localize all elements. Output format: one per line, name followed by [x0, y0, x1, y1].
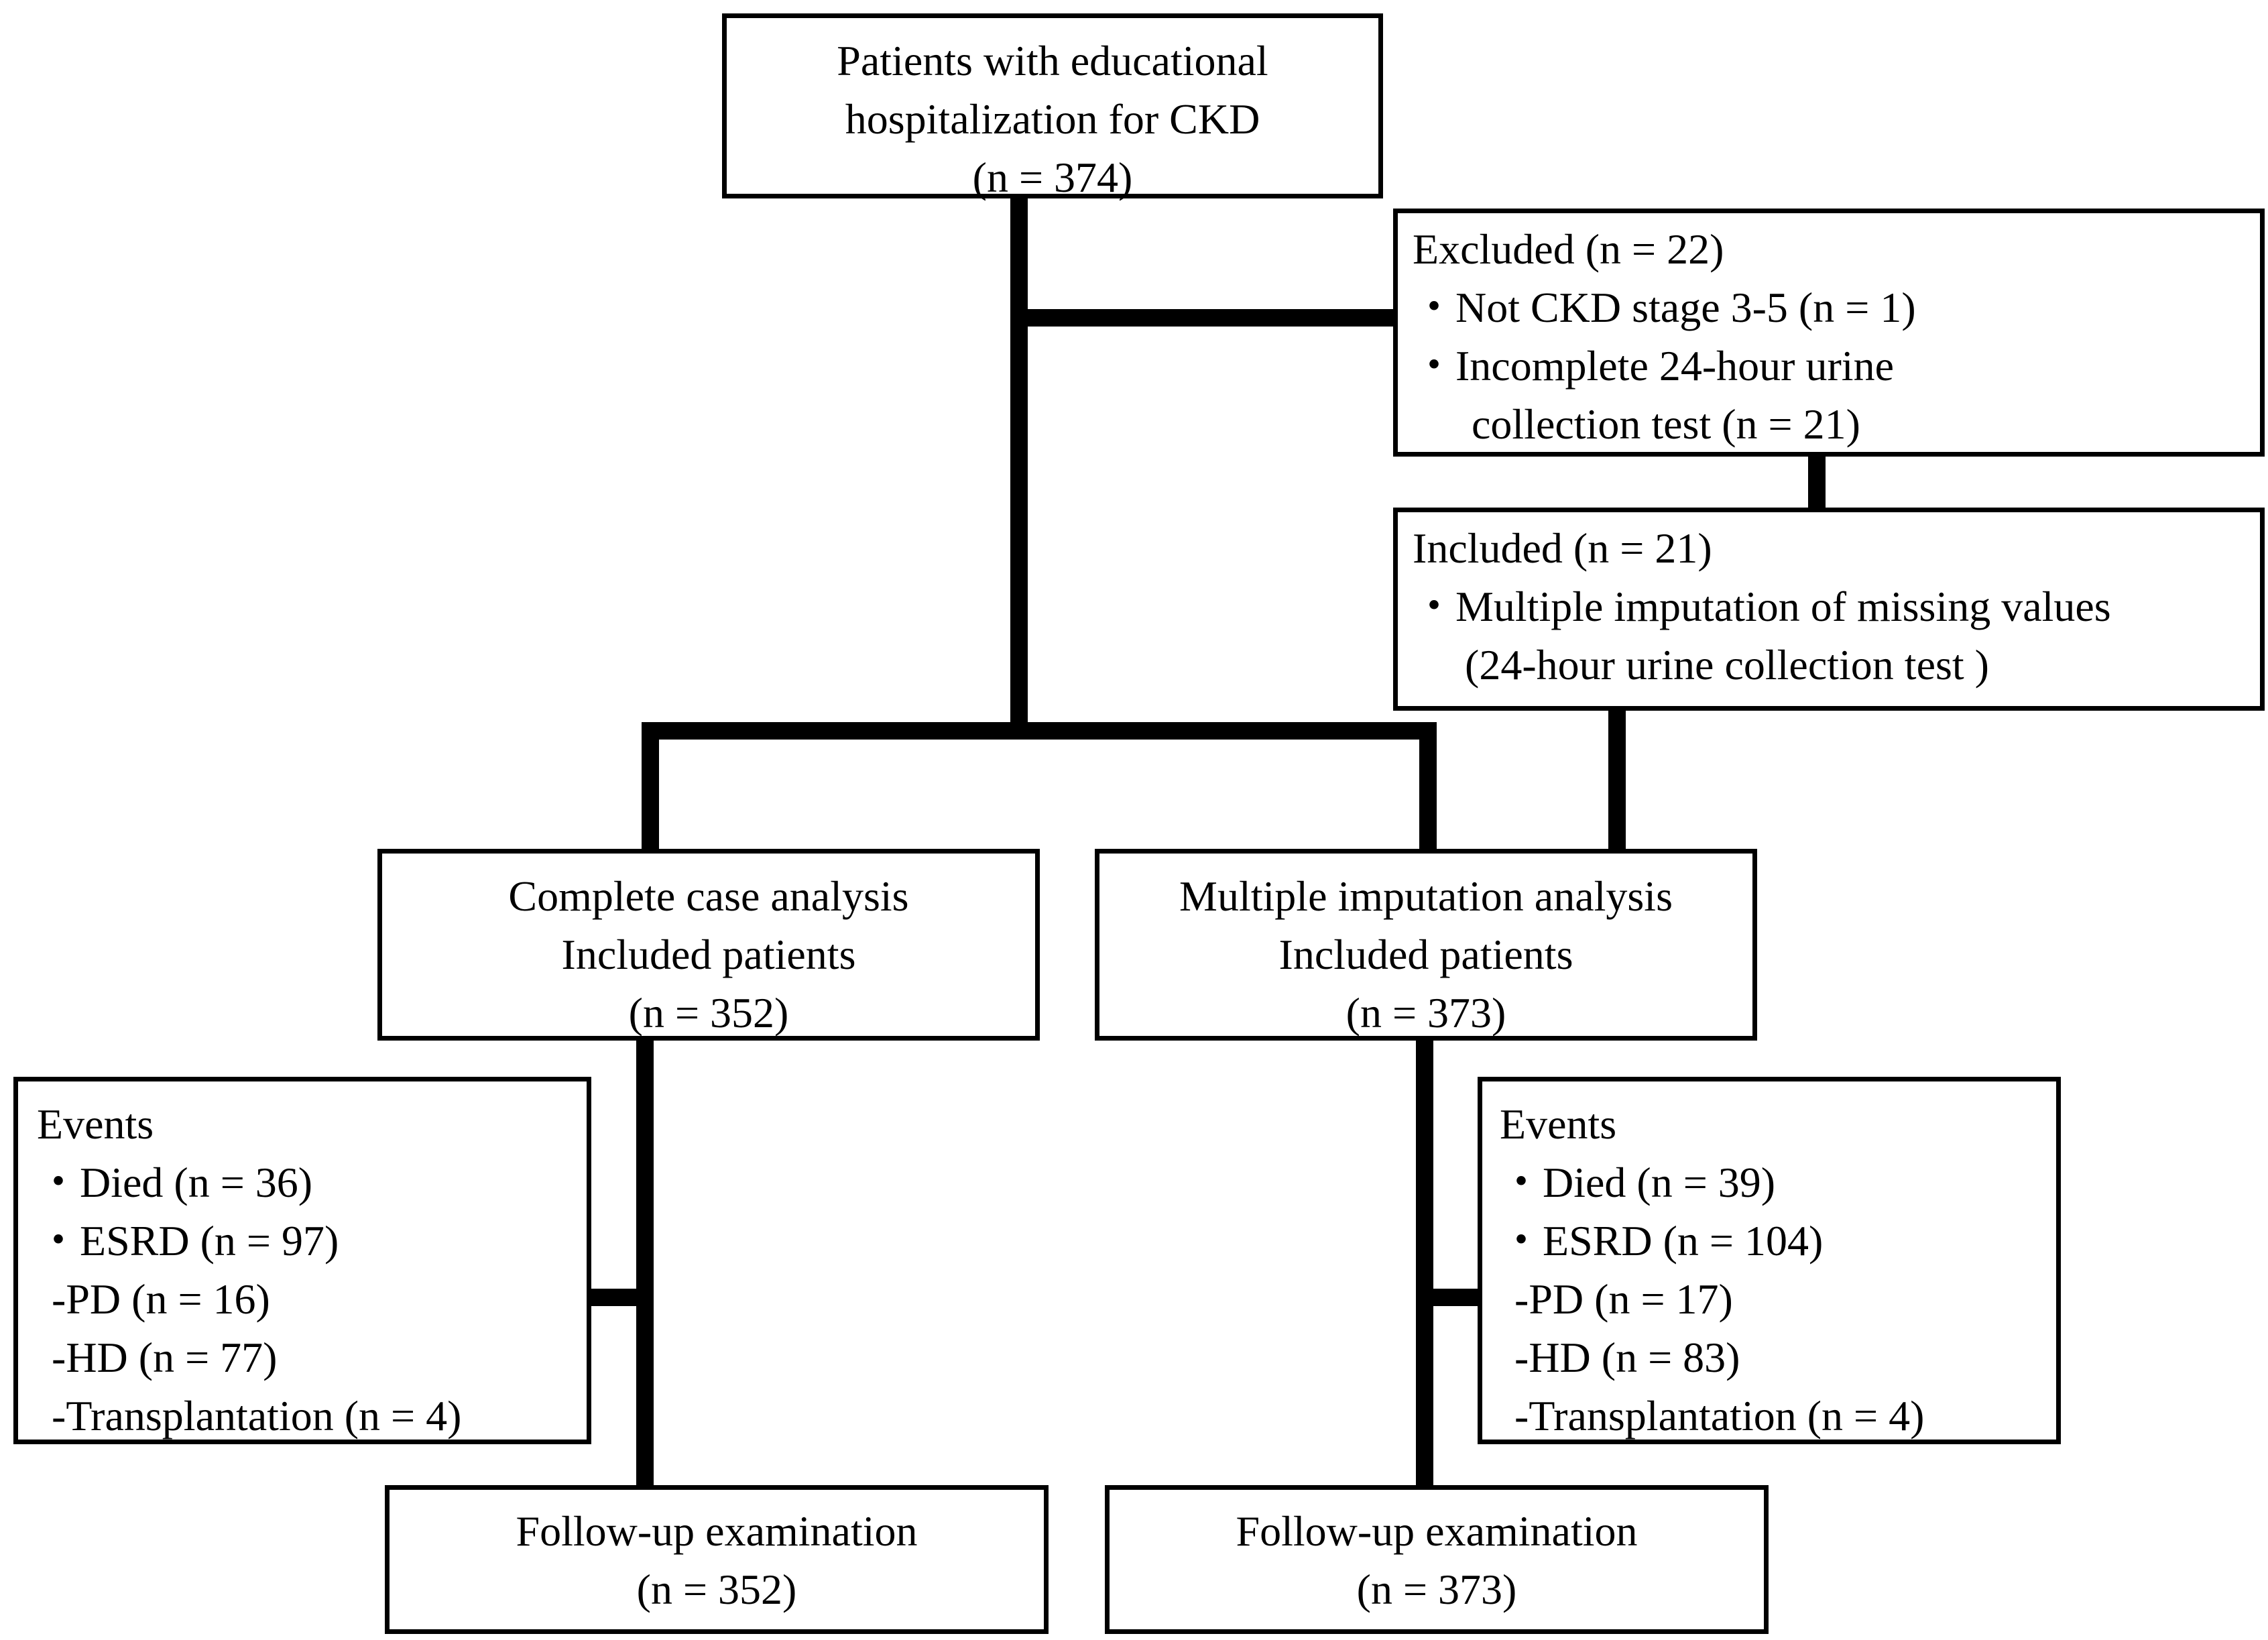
- events-right-sub-1: -PD (n = 17): [1514, 1275, 1733, 1323]
- excluded-bullet-2: ・Incomplete 24-hour urine: [1413, 342, 1894, 390]
- followup-right-line-1: Follow-up examination: [1236, 1507, 1638, 1555]
- followup-right-node: Follow-up examination (n = 373): [1105, 1485, 1769, 1634]
- excluded-title: Excluded (n = 22): [1413, 225, 1724, 273]
- start-line-2: hospitalization for CKD: [845, 95, 1260, 143]
- events-left-node: Events ・Died (n = 36) ・ESRD (n = 97) -PD…: [13, 1077, 591, 1444]
- start-line-1: Patients with educational: [837, 37, 1268, 84]
- multiple-imputation-line-2: Included patients: [1278, 931, 1573, 978]
- events-right-node: Events ・Died (n = 39) ・ESRD (n = 104) -P…: [1478, 1077, 2061, 1444]
- followup-right-line-2: (n = 373): [1356, 1566, 1517, 1613]
- events-right-bullet-1: ・Died (n = 39): [1500, 1159, 1776, 1206]
- events-left-sub-3: -Transplantation (n = 4): [52, 1392, 462, 1440]
- complete-case-line-1: Complete case analysis: [508, 872, 909, 920]
- complete-case-line-3: (n = 352): [628, 989, 789, 1037]
- followup-left-line-1: Follow-up examination: [516, 1507, 918, 1555]
- complete-case-line-2: Included patients: [561, 931, 856, 978]
- included-node: Included (n = 21) ・Multiple imputation o…: [1393, 508, 2265, 711]
- events-left-sub-1: -PD (n = 16): [52, 1275, 270, 1323]
- excluded-bullet-1: ・Not CKD stage 3-5 (n = 1): [1413, 284, 1916, 331]
- complete-case-node: Complete case analysis Included patients…: [377, 849, 1040, 1041]
- events-right-title: Events: [1500, 1100, 1617, 1148]
- included-continuation: (24-hour urine collection test ): [1465, 641, 1989, 689]
- events-left-bullet-1: ・Died (n = 36): [37, 1159, 313, 1206]
- included-bullet-1: ・Multiple imputation of missing values: [1413, 583, 2111, 630]
- multiple-imputation-node: Multiple imputation analysis Included pa…: [1095, 849, 1757, 1041]
- events-right-sub-2: -HD (n = 83): [1514, 1334, 1740, 1381]
- followup-left-node: Follow-up examination (n = 352): [385, 1485, 1049, 1634]
- followup-left-line-2: (n = 352): [636, 1566, 797, 1613]
- included-title: Included (n = 21): [1413, 524, 1712, 572]
- start-node: Patients with educational hospitalizatio…: [722, 13, 1383, 201]
- multiple-imputation-line-1: Multiple imputation analysis: [1179, 872, 1673, 920]
- events-left-bullet-2: ・ESRD (n = 97): [37, 1217, 339, 1265]
- events-left-title: Events: [37, 1100, 154, 1148]
- multiple-imputation-line-3: (n = 373): [1346, 989, 1506, 1037]
- events-right-bullet-2: ・ESRD (n = 104): [1500, 1217, 1824, 1265]
- excluded-node: Excluded (n = 22) ・Not CKD stage 3-5 (n …: [1393, 209, 2265, 457]
- events-right-sub-3: -Transplantation (n = 4): [1514, 1392, 1925, 1440]
- start-line-3: (n = 374): [972, 154, 1133, 201]
- events-left-sub-2: -HD (n = 77): [52, 1334, 278, 1381]
- excluded-continuation: collection test (n = 21): [1472, 400, 1860, 448]
